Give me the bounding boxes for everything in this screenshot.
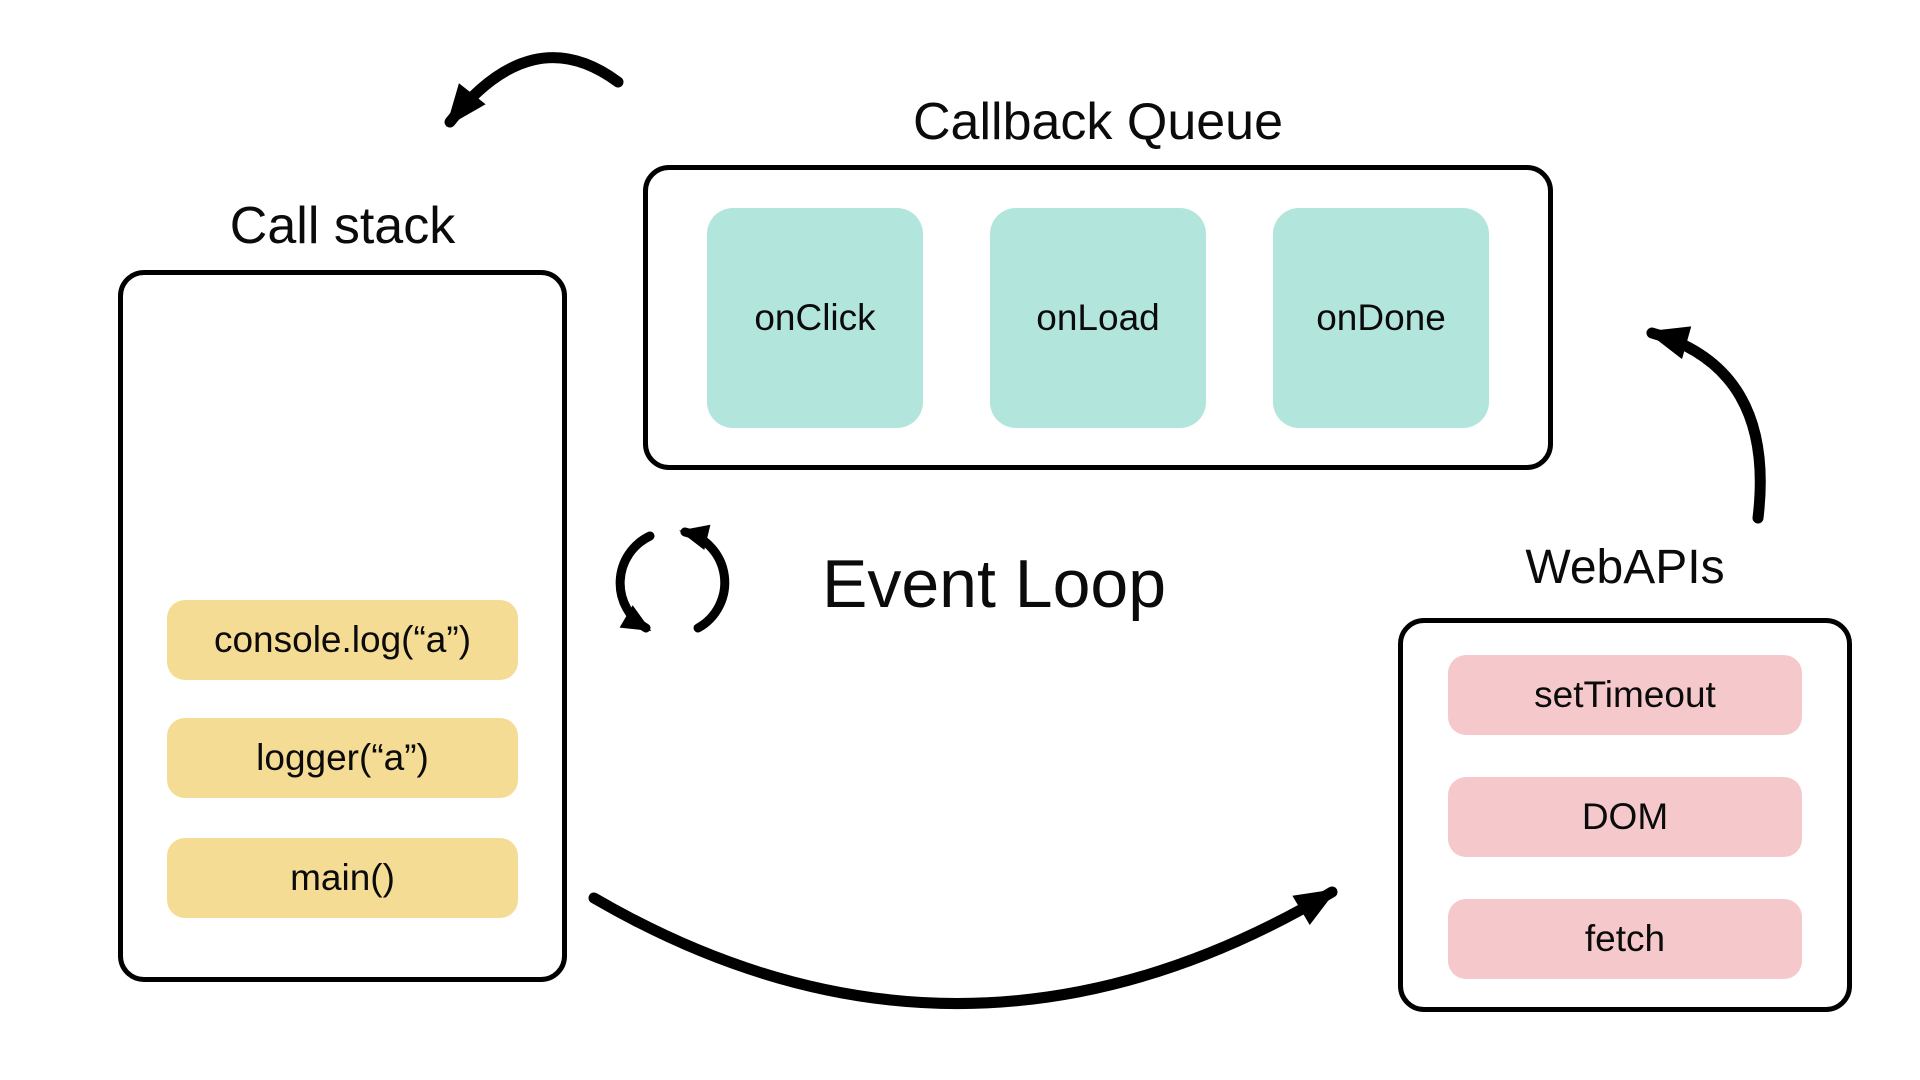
call-stack-item: logger(“a”) — [167, 718, 518, 798]
arrow-queue-to-stack — [444, 52, 624, 128]
call-stack-box: console.log(“a”) logger(“a”) main() — [118, 270, 567, 982]
event-loop-label: Event Loop — [822, 546, 1167, 622]
call-stack-item: main() — [167, 838, 518, 918]
webapi-item: DOM — [1448, 777, 1802, 857]
callback-queue-box: onClick onLoad onDone — [643, 165, 1553, 470]
arrow-webapis-to-queue — [1646, 326, 1766, 524]
call-stack-title: Call stack — [229, 197, 456, 255]
arrow-stack-to-webapis — [588, 886, 1338, 1009]
call-stack-item: console.log(“a”) — [167, 600, 518, 680]
webapi-item: fetch — [1448, 899, 1802, 979]
event-loop-icon — [615, 524, 730, 633]
callback-queue-item: onDone — [1273, 208, 1489, 428]
callback-queue-title: Callback Queue — [913, 93, 1283, 151]
webapi-item: setTimeout — [1448, 655, 1802, 735]
callback-queue-item: onLoad — [990, 208, 1206, 428]
webapis-box: setTimeout DOM fetch — [1398, 618, 1852, 1012]
webapis-title: WebAPIs — [1525, 541, 1725, 594]
callback-queue-item: onClick — [707, 208, 923, 428]
